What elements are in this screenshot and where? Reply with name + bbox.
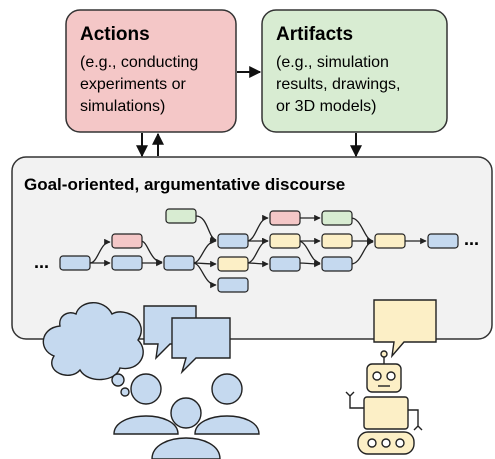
actions-line-2: experiments or (80, 76, 186, 93)
graph-edge (350, 238, 374, 265)
actions-line-1: (e.g., conducting (80, 54, 198, 71)
actions-title: Actions (80, 24, 150, 45)
person-body (113, 415, 179, 435)
ellipsis-left: ... (34, 252, 49, 272)
person-body (151, 437, 221, 459)
graph-node-green (165, 208, 197, 224)
graph-node-yellow (374, 233, 406, 249)
thought-cloud-shape (42, 302, 144, 381)
person-head (130, 373, 162, 405)
person-head (170, 397, 202, 429)
artifacts-title: Artifacts (276, 24, 353, 45)
robot-speech-bubble-icon (373, 299, 437, 359)
robot-eye (386, 371, 396, 381)
graph-edge (246, 260, 269, 268)
artifacts-line-3: or 3D models) (276, 98, 376, 115)
actions-line-3: simulations) (80, 98, 165, 115)
person-body (194, 415, 260, 435)
graph-node-blue (269, 256, 301, 272)
graph-node-yellow (321, 233, 353, 249)
people-icon (113, 373, 260, 459)
discourse-box (11, 156, 493, 340)
ellipsis-right: ... (464, 229, 479, 249)
robot-eye (372, 371, 382, 381)
artifacts-line-2: results, drawings, (276, 76, 401, 93)
actions-box-group: Actions (e.g., conducting experiments or… (65, 9, 237, 133)
graph-node-yellow (217, 256, 249, 272)
graph-node-red (269, 210, 301, 226)
person-head (211, 373, 243, 405)
graph-node-yellow (269, 233, 301, 249)
robot-head (366, 363, 402, 393)
graph-node-blue (217, 233, 249, 249)
graph-node-blue (163, 255, 195, 271)
robot-antenna-tip (380, 350, 388, 358)
thought-bubble-dot (111, 373, 125, 387)
graph-node-blue (111, 255, 143, 271)
graph-node-blue (217, 277, 249, 293)
thought-cloud-icon (42, 302, 144, 397)
artifacts-box-group: Artifacts (e.g., simulation results, dra… (261, 9, 448, 133)
robot-arm-right (408, 409, 423, 431)
graph-edge (246, 237, 269, 264)
actions-box (65, 9, 237, 133)
discourse-panel: Goal-oriented, argumentative discourse (11, 156, 493, 340)
robot-body (363, 396, 409, 430)
graph-nodes (59, 208, 459, 293)
graph-node-blue (59, 255, 91, 271)
artifacts-box (261, 9, 448, 133)
graph-node-green (321, 210, 353, 226)
graph-node-red (111, 233, 143, 249)
graph-edge (246, 214, 269, 242)
artifacts-line-1: (e.g., simulation (276, 54, 389, 71)
speech-bubbles-icon (143, 305, 231, 375)
speech-bubble-front (171, 317, 231, 375)
thought-bubble-dot (120, 387, 130, 397)
graph-edge (195, 215, 217, 242)
robot-wheel (395, 438, 405, 448)
robot-wheel (367, 438, 377, 448)
graph-edge (192, 262, 217, 289)
discourse-title: Goal-oriented, argumentative discourse (24, 175, 345, 194)
robot-icon (345, 350, 423, 455)
graph-node-blue (427, 233, 459, 249)
robot-wheel (381, 438, 391, 448)
robot-arm-left (345, 391, 364, 409)
graph-node-blue (321, 256, 353, 272)
